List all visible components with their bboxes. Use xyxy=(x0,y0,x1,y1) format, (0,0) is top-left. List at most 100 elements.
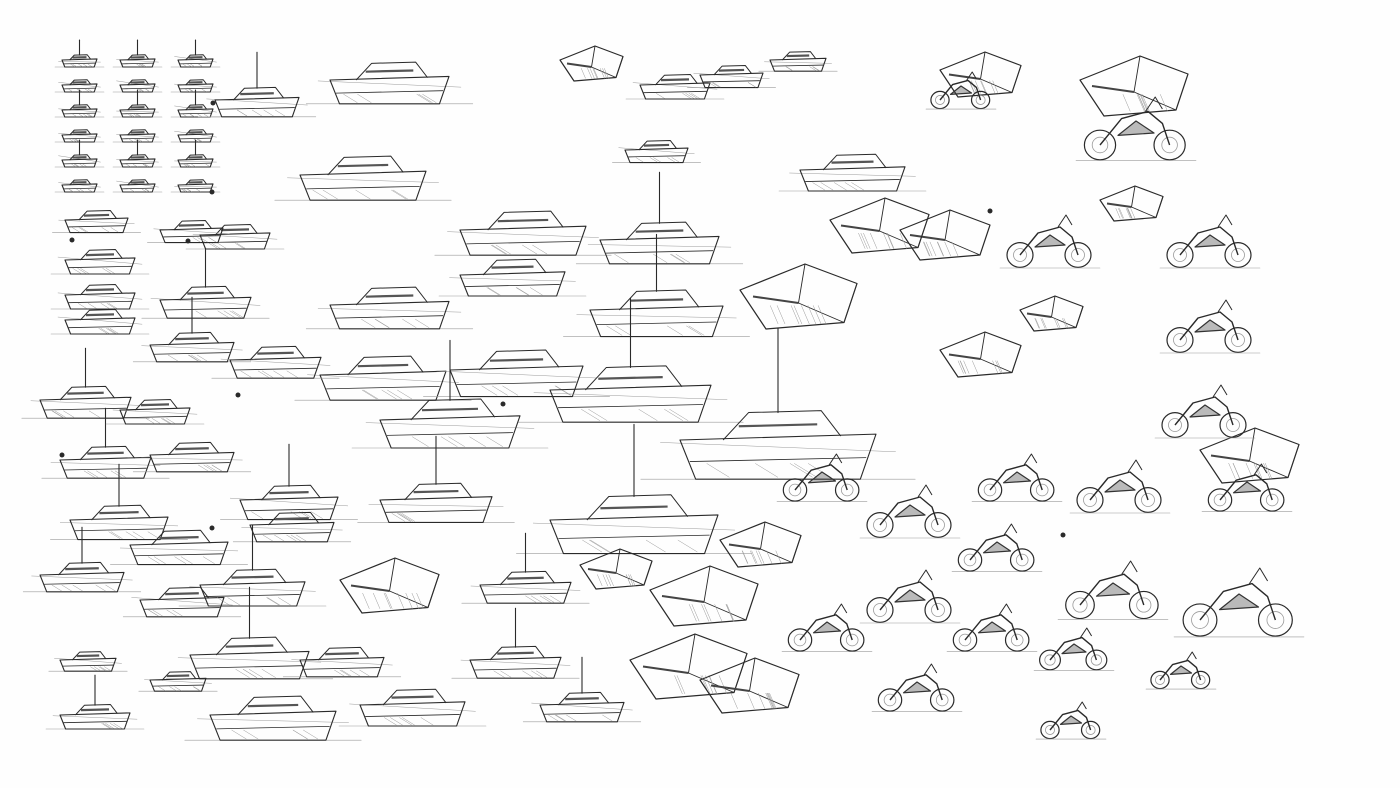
motor-yacht-sketch xyxy=(50,249,150,275)
form-study-sketch xyxy=(649,565,759,627)
motor-yacht-sketch xyxy=(185,224,285,250)
sailing-catamaran-sketch xyxy=(178,524,327,607)
sailing-catamaran-sketch xyxy=(165,586,334,680)
motorcycle-sketch xyxy=(859,569,961,624)
bullet-dot xyxy=(59,452,65,458)
bullet-dot xyxy=(1060,532,1066,538)
form-study-sketch xyxy=(719,521,802,568)
form-study-sketch xyxy=(1099,185,1164,222)
motorcycle-sketch xyxy=(871,663,963,713)
form-study-sketch xyxy=(699,657,800,714)
sailing-catamaran-sketch xyxy=(112,39,163,68)
sailing-catamaran-sketch xyxy=(461,532,590,604)
motor-yacht-sketch xyxy=(305,286,474,330)
motor-yacht-sketch xyxy=(184,695,362,741)
sailing-catamaran-sketch xyxy=(563,233,750,338)
sailing-catamaran-sketch xyxy=(220,443,358,521)
sailing-catamaran-sketch xyxy=(170,39,221,68)
motorcycle-sketch xyxy=(1057,560,1169,620)
motorcycle-sketch xyxy=(1035,701,1107,740)
sailing-catamaran-sketch xyxy=(54,139,105,168)
sailing-catamaran-sketch xyxy=(357,435,515,523)
form-study-sketch xyxy=(939,51,1022,98)
form-study-sketch xyxy=(739,263,858,330)
bullet-dot xyxy=(209,189,215,195)
motor-yacht-sketch xyxy=(282,646,402,678)
form-study-sketch xyxy=(1079,55,1189,117)
motorcycle-sketch xyxy=(1075,96,1197,161)
form-study-sketch xyxy=(579,548,653,590)
motor-yacht-sketch xyxy=(170,129,221,143)
motor-yacht-sketch xyxy=(132,441,252,473)
form-study-sketch xyxy=(339,557,440,614)
motorcycle-sketch xyxy=(946,603,1038,653)
sailing-catamaran-sketch xyxy=(640,328,916,480)
motor-yacht-sketch xyxy=(50,284,150,310)
bullet-dot xyxy=(209,525,215,531)
motorcycle-sketch xyxy=(1201,463,1293,513)
motorcycle-sketch xyxy=(1159,214,1261,269)
motorcycle-sketch xyxy=(859,484,961,539)
motorcycle-sketch xyxy=(951,523,1043,573)
motorcycle-sketch xyxy=(971,453,1063,503)
sailing-catamaran-sketch xyxy=(41,407,170,479)
sailing-catamaran-sketch xyxy=(141,247,270,319)
sailing-catamaran-sketch xyxy=(50,463,188,541)
form-study-sketch xyxy=(629,633,748,700)
sailing-catamaran-sketch xyxy=(516,423,752,555)
motor-yacht-sketch xyxy=(612,140,701,164)
form-study-sketch xyxy=(939,331,1022,378)
motor-yacht-sketch xyxy=(138,671,218,692)
motor-yacht-sketch xyxy=(274,155,452,201)
motor-yacht-sketch xyxy=(758,51,838,72)
motorcycle-sketch xyxy=(1033,627,1115,671)
motor-yacht-sketch xyxy=(112,179,163,193)
bullet-dot xyxy=(210,100,216,106)
sailing-catamaran-sketch xyxy=(575,171,744,265)
form-study-sketch xyxy=(1199,427,1300,484)
motor-yacht-sketch xyxy=(625,74,725,100)
motor-yacht-sketch xyxy=(305,61,474,105)
sailing-catamaran-sketch xyxy=(112,89,163,118)
motor-yacht-sketch xyxy=(147,220,236,244)
sailing-catamaran-sketch xyxy=(22,526,142,593)
motorcycle-sketch xyxy=(1069,459,1171,514)
sailing-catamaran-sketch xyxy=(351,339,549,449)
form-study-sketch xyxy=(559,45,624,82)
motorcycle-sketch xyxy=(999,214,1101,269)
sailing-catamaran-sketch xyxy=(517,297,744,423)
motorcycle-sketch xyxy=(1159,299,1261,354)
motor-yacht-sketch xyxy=(434,210,612,256)
motor-yacht-sketch xyxy=(50,309,150,335)
motor-yacht-sketch xyxy=(122,586,242,618)
motor-yacht-sketch xyxy=(112,129,163,143)
motor-yacht-sketch xyxy=(232,511,352,543)
motorcycle-sketch xyxy=(781,603,873,653)
sailing-catamaran-sketch xyxy=(54,89,105,118)
motor-yacht-sketch xyxy=(438,258,587,297)
motor-yacht-sketch xyxy=(778,153,927,192)
motorcycle-sketch xyxy=(1145,651,1217,690)
motor-yacht-sketch xyxy=(54,179,105,193)
motor-yacht-sketch xyxy=(52,210,141,234)
form-study-sketch xyxy=(829,197,930,254)
motor-yacht-sketch xyxy=(338,688,487,727)
motor-yacht-sketch xyxy=(54,129,105,143)
motor-yacht-sketch xyxy=(687,65,776,89)
sailing-catamaran-sketch xyxy=(112,139,163,168)
sailing-catamaran-sketch xyxy=(170,139,221,168)
motorcycle-sketch xyxy=(1154,384,1256,439)
motorcycle-sketch xyxy=(925,71,997,110)
motor-yacht-sketch xyxy=(48,651,128,672)
bullet-dot xyxy=(69,237,75,243)
sailing-catamaran-sketch xyxy=(197,51,317,118)
sailing-catamaran-sketch xyxy=(54,39,105,68)
motor-yacht-sketch xyxy=(423,349,610,398)
motorcycle-sketch xyxy=(1173,567,1305,638)
bullet-dot xyxy=(235,392,241,398)
motor-yacht-sketch xyxy=(211,345,340,379)
sailing-catamaran-sketch xyxy=(451,607,580,679)
sailing-catamaran-sketch xyxy=(522,656,642,723)
